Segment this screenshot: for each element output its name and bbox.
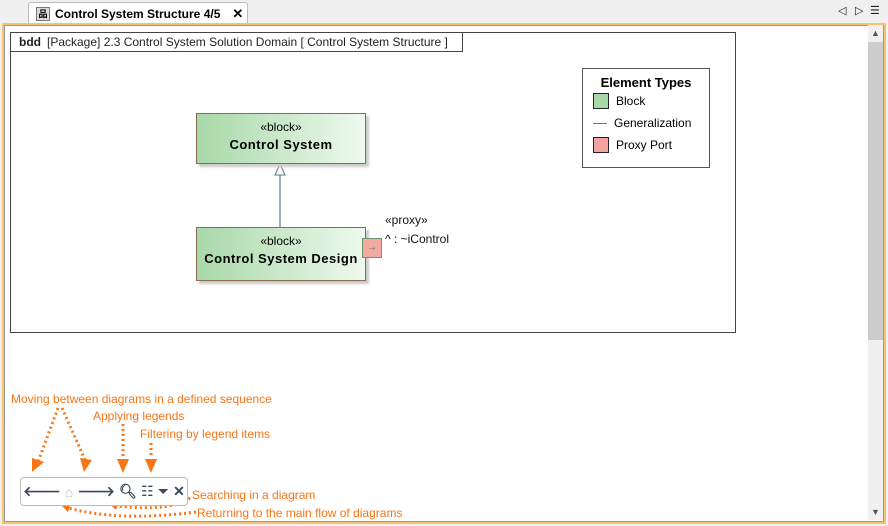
legend-item-proxy-port[interactable]: Proxy Port — [593, 134, 709, 156]
scroll-up-icon[interactable]: ▲ — [871, 28, 880, 38]
block-stereotype: «block» — [260, 234, 302, 248]
legend-label: Generalization — [614, 116, 692, 130]
block-swatch — [593, 93, 609, 109]
scroll-down-icon[interactable]: ▼ — [871, 507, 880, 517]
navigation-toolbar: 🡐 ⌂ 🡒 🔍︎ ☷ ⏷ ✕ — [20, 477, 188, 506]
annotation-filtering: Filtering by legend items — [140, 427, 271, 441]
annotation-searching: Searching in a diagram — [192, 488, 316, 502]
annotation-legends: Applying legends — [93, 409, 185, 423]
diagram-icon: 品 — [36, 7, 50, 21]
annotation-arrows — [36, 407, 197, 518]
scrollbar-thumb[interactable] — [868, 42, 883, 340]
home-icon[interactable]: ⌂ — [64, 483, 74, 500]
legend-icon[interactable]: ☷ — [141, 483, 154, 499]
generalization-swatch — [593, 122, 607, 124]
block-control-system-design[interactable]: «block» Control System Design — [196, 227, 366, 281]
legend-label: Proxy Port — [616, 138, 673, 152]
next-tab-button[interactable]: ▷ — [855, 5, 864, 17]
previous-tab-button[interactable]: ◁ — [838, 5, 847, 17]
tab-title: Control System Structure 4/5 — [55, 7, 221, 21]
arrow-right-icon: → — [367, 242, 377, 253]
forward-arrow-icon[interactable]: 🡒 — [77, 483, 115, 499]
back-arrow-icon[interactable]: 🡐 — [23, 483, 61, 499]
tab-list-menu-button[interactable]: ☰ — [870, 5, 880, 17]
frame-header: bdd [Package] 2.3 Control System Solution… — [11, 33, 463, 52]
diagram-kind: bdd — [19, 35, 41, 49]
port-stereotype: «proxy» — [385, 213, 428, 227]
close-icon[interactable]: ✕ — [173, 483, 185, 499]
generalization-arrowhead — [274, 162, 286, 176]
proxy-port[interactable]: → — [362, 238, 382, 258]
legend[interactable]: Element Types Block Generalization Proxy… — [582, 68, 710, 168]
frame-title: [Package] 2.3 Control System Solution Do… — [47, 35, 448, 49]
legend-title: Element Types — [600, 75, 692, 90]
filter-icon[interactable]: ⏷ — [157, 483, 169, 499]
search-icon[interactable]: 🔍︎ — [119, 483, 137, 499]
block-name: Control System — [229, 137, 333, 152]
legend-label: Block — [616, 94, 646, 108]
block-control-system[interactable]: «block» Control System — [196, 113, 366, 164]
annotation-moving: Moving between diagrams in a defined seq… — [11, 392, 272, 406]
close-tab-button[interactable]: ✕ — [232, 6, 244, 21]
block-name: Control System Design — [204, 251, 358, 266]
proxy-port-swatch — [593, 137, 609, 153]
port-label: ^ : ~iControl — [385, 232, 449, 246]
vertical-scrollbar[interactable]: ▲ ▼ — [868, 25, 883, 520]
block-stereotype: «block» — [260, 120, 302, 134]
legend-item-generalization[interactable]: Generalization — [593, 112, 709, 134]
legend-item-block[interactable]: Block — [593, 90, 709, 112]
annotation-returning: Returning to the main flow of diagrams — [197, 506, 403, 520]
tab-control-system-structure[interactable]: 品 Control System Structure 4/5 ✕ — [28, 2, 248, 25]
